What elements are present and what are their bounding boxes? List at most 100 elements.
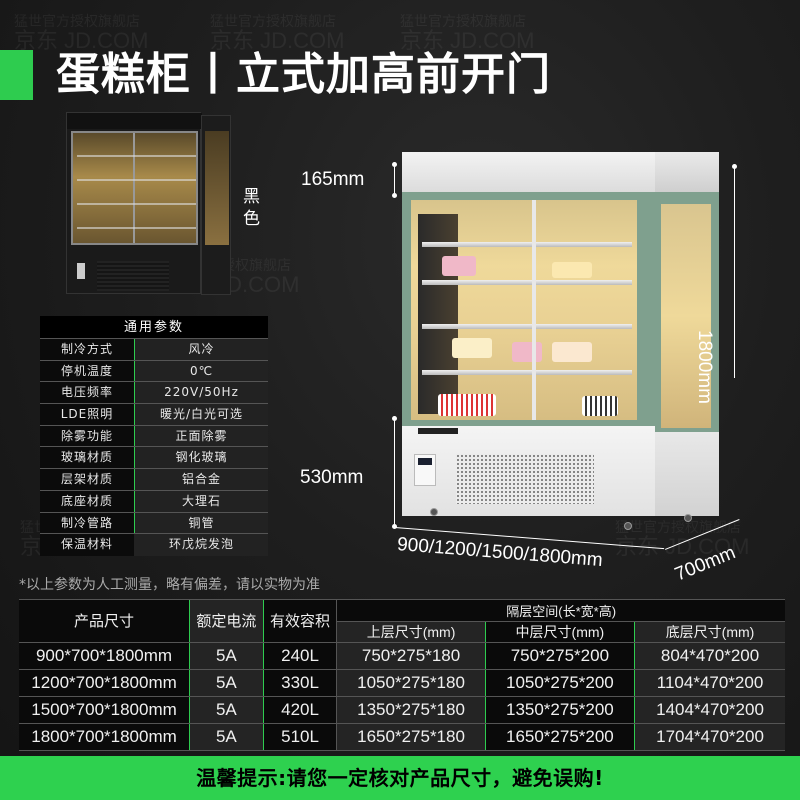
cake (452, 338, 492, 358)
dimension-dot (732, 164, 737, 169)
footer-notice-bar: 温馨提示:请您一定核对产品尺寸，避免误购! (0, 756, 800, 800)
cake (552, 342, 592, 362)
cabinet-top (402, 152, 655, 192)
cabinet-side (655, 192, 719, 432)
param-value: 铜管 (134, 512, 268, 534)
param-key: 层架材质 (40, 469, 134, 490)
header-middle: 中层尺寸(mm) (484, 621, 635, 643)
caster-wheel (684, 514, 692, 522)
table-row: 1500*700*1800mm 5A 420L 1350*275*180 135… (19, 696, 785, 724)
params-row: LDE照明暖光/白光可选 (40, 404, 268, 426)
dimension-base-height: 530mm (300, 467, 364, 488)
cabinet-top-side (655, 152, 719, 192)
param-value: 0℃ (134, 360, 268, 382)
cell-bottom: 1404*470*200 (634, 696, 785, 724)
param-value: 风冷 (134, 339, 268, 360)
side-glass (205, 131, 229, 245)
black-cabinet-image (66, 112, 234, 302)
cabinet-side (201, 115, 231, 295)
params-row: 玻璃材质钢化玻璃 (40, 447, 268, 470)
cell-size: 1200*700*1800mm (19, 669, 190, 697)
cake (512, 342, 542, 362)
header-upper: 上层尺寸(mm) (336, 621, 486, 643)
param-key: 除雾功能 (40, 425, 134, 447)
param-key: LDE照明 (40, 404, 134, 425)
shelf (422, 324, 632, 329)
cell-upper: 1650*275*180 (336, 723, 486, 751)
cell-size: 1800*700*1800mm (19, 723, 190, 751)
cell-upper: 750*275*180 (336, 642, 486, 670)
caster-wheel (430, 508, 438, 516)
watermark-store: 猛世官方授权旗舰店 (210, 13, 336, 29)
disclaimer-text: *以上参数为人工测量，略有偏差，请以实物为准 (19, 577, 320, 593)
param-value: 钢化玻璃 (134, 447, 268, 469)
cake (442, 256, 476, 276)
caster-wheel (624, 522, 632, 530)
cell-bottom: 804*470*200 (634, 642, 785, 670)
param-value: 铝合金 (134, 469, 268, 490)
param-key: 制冷管路 (40, 512, 134, 534)
footer-notice: 温馨提示:请您一定核对产品尺寸，避免误购! (196, 766, 604, 790)
params-row: 制冷方式风冷 (40, 339, 268, 361)
cell-current: 5A (189, 696, 264, 724)
dimension-depth: 700mm (672, 542, 739, 586)
brand-plate (418, 428, 458, 434)
header-volume: 有效容积 (262, 600, 337, 643)
cell-volume: 330L (262, 669, 337, 697)
param-key: 制冷方式 (40, 339, 134, 360)
param-key: 保温材料 (40, 534, 134, 556)
display-screen (418, 458, 432, 465)
params-row: 层架材质铝合金 (40, 469, 268, 491)
param-key: 停机温度 (40, 360, 134, 382)
title-accent-bar (0, 50, 33, 100)
shelf (77, 179, 196, 181)
param-value: 220V/50Hz (134, 382, 268, 404)
params-row: 除雾功能正面除雾 (40, 425, 268, 448)
cabinet-glass (71, 131, 198, 245)
shelf (422, 370, 632, 375)
side-glass (661, 204, 711, 428)
table-row: 1800*700*1800mm 5A 510L 1650*275*180 165… (19, 723, 785, 751)
control-panel (414, 454, 436, 486)
param-value: 暖光/白光可选 (134, 404, 268, 425)
cell-size: 1500*700*1800mm (19, 696, 190, 724)
param-key: 底座材质 (40, 490, 134, 512)
dimension-line (734, 166, 735, 378)
cell-volume: 420L (262, 696, 337, 724)
dimension-line (394, 418, 395, 528)
dimension-dot (392, 524, 397, 529)
dimension-top-height: 165mm (301, 169, 365, 190)
watermark-store: 猛世官方授权旗舰店 (14, 13, 140, 29)
cell-bottom: 1104*470*200 (634, 669, 785, 697)
cell-current: 5A (189, 642, 264, 670)
shelf (422, 242, 632, 247)
shelf (77, 203, 196, 205)
color-label: 黑色 (243, 187, 260, 229)
shelf (77, 155, 196, 157)
param-value: 环戊烷发泡 (134, 534, 268, 556)
spec-table: 产品尺寸 额定电流 有效容积 隔层空间(长*宽*高) 上层尺寸(mm) 中层尺寸… (19, 599, 785, 751)
cell-middle: 750*275*200 (484, 642, 635, 670)
param-value: 正面除雾 (134, 425, 268, 447)
header-current: 额定电流 (189, 600, 264, 643)
cell-bottom: 1704*470*200 (634, 723, 785, 751)
vent-grille (456, 454, 594, 504)
shelf (422, 280, 632, 285)
cell-volume: 510L (262, 723, 337, 751)
dimension-line (394, 164, 395, 196)
cell-middle: 1350*275*200 (484, 696, 635, 724)
table-row: 900*700*1800mm 5A 240L 750*275*180 750*2… (19, 642, 785, 670)
params-row: 底座材质大理石 (40, 490, 268, 513)
cabinet-base-side (655, 432, 719, 516)
back-panel (418, 214, 458, 414)
cabinet-body (66, 112, 202, 294)
header-size: 产品尺寸 (19, 600, 190, 643)
header-bottom: 底层尺寸(mm) (634, 621, 785, 643)
dimension-total-height: 1800mm (694, 330, 715, 404)
cake (552, 262, 592, 278)
param-key: 电压频率 (40, 382, 134, 404)
page-title: 蛋糕柜丨立式加高前开门 (56, 49, 551, 100)
